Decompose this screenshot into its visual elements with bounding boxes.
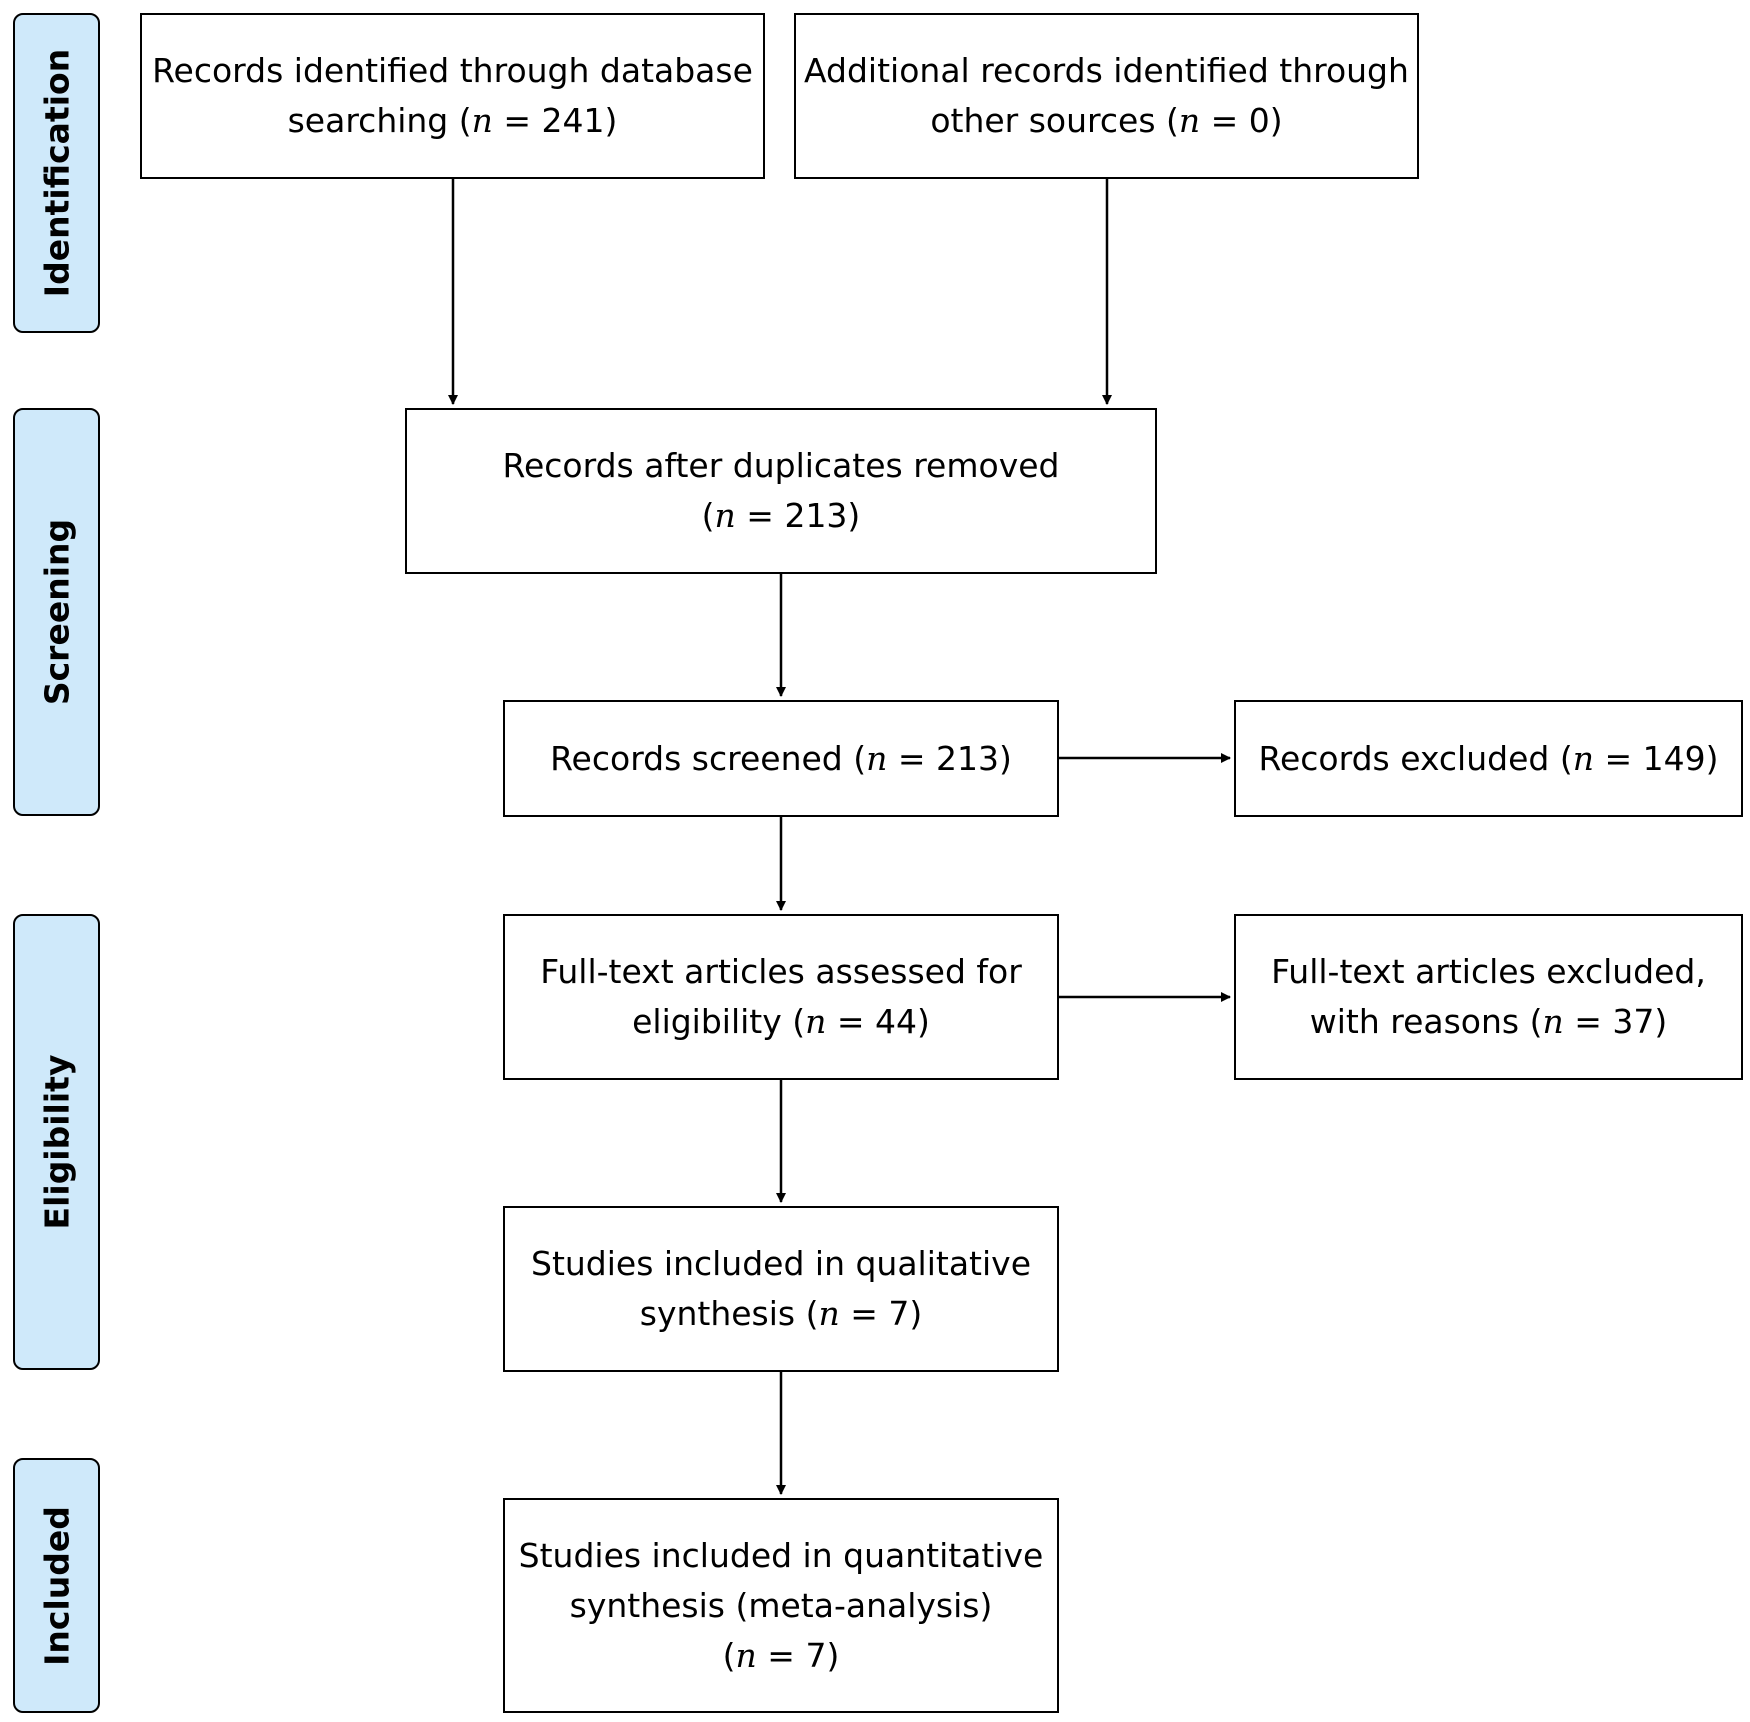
phase-screening: Screening (13, 408, 100, 816)
records-screened-text: Records screened (n = 213) (550, 738, 1012, 778)
quantitative-synthesis-line3: (n = 7) (722, 1635, 840, 1675)
fulltext-assessed-line2: eligibility (n = 44) (632, 1002, 930, 1041)
quantitative-synthesis-line2: synthesis (meta-analysis) (569, 1585, 993, 1625)
quantitative-synthesis-box: Studies included in quantitative synthes… (503, 1498, 1059, 1713)
fulltext-excluded-line1: Full-text articles excluded, (1271, 952, 1706, 991)
phase-eligibility: Eligibility (13, 914, 100, 1370)
database-records-box: Records identified through database sear… (140, 13, 765, 179)
database-records-line2: searching (n = 241) (287, 101, 618, 140)
phase-included: Included (13, 1458, 100, 1713)
qualitative-synthesis-box: Studies included in qualitative synthesi… (503, 1206, 1059, 1372)
duplicates-removed-box: Records after duplicates removed (n = 21… (405, 408, 1157, 574)
fulltext-excluded-box: Full-text articles excluded, with reason… (1234, 914, 1743, 1080)
records-excluded-text: Records excluded (n = 149) (1258, 738, 1719, 778)
phase-identification: Identification (13, 13, 100, 333)
fulltext-assessed-line1: Full-text articles assessed for (540, 952, 1022, 991)
fulltext-assessed-box: Full-text articles assessed for eligibil… (503, 914, 1059, 1080)
other-sources-line1: Additional records identified through (804, 51, 1409, 90)
qualitative-synthesis-line1: Studies included in qualitative (531, 1244, 1031, 1283)
duplicates-removed-line1: Records after duplicates removed (502, 446, 1060, 485)
other-sources-box: Additional records identified through ot… (794, 13, 1419, 179)
database-records-line1: Records identified through database (152, 51, 753, 90)
other-sources-line2: other sources (n = 0) (930, 101, 1283, 140)
duplicates-removed-line2: (n = 213) (701, 496, 861, 535)
quantitative-synthesis-line1: Studies included in quantitative (518, 1535, 1044, 1575)
records-excluded-box: Records excluded (n = 149) (1234, 700, 1743, 817)
qualitative-synthesis-line2: synthesis (n = 7) (639, 1294, 923, 1333)
records-screened-box: Records screened (n = 213) (503, 700, 1059, 817)
fulltext-excluded-line2: with reasons (n = 37) (1309, 1002, 1668, 1041)
